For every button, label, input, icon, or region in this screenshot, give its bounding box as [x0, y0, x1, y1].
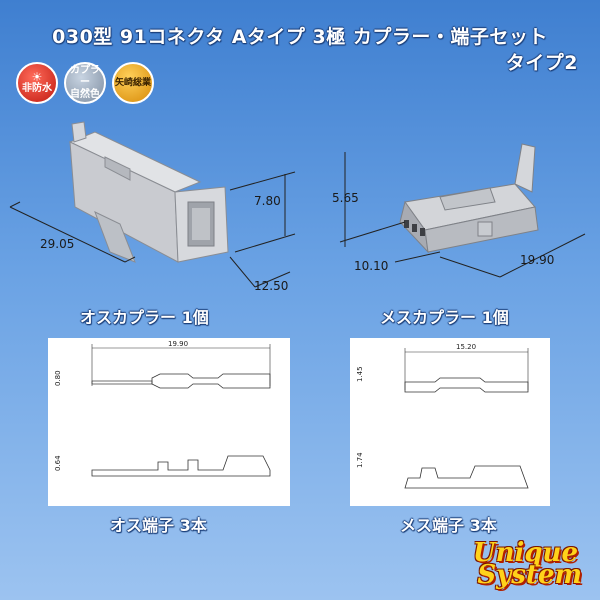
female-coupler-height-label: 5.65 — [332, 191, 359, 205]
male-terminal-side-label: 0.64 — [54, 455, 62, 471]
male-terminal-thickness-label: 0.80 — [54, 370, 62, 386]
page-title: 030型 91コネクタ Aタイプ 3極 カプラー・端子セット — [52, 26, 548, 48]
badge-label: 矢崎総業 — [114, 78, 151, 88]
maker-badge: 矢崎総業 — [112, 62, 154, 104]
badge-label: 自然色 — [70, 89, 100, 100]
male-terminal-caption: オス端子 3本 — [110, 516, 207, 535]
logo-line2: System — [477, 560, 582, 590]
female-coupler-caption: メスカプラー 1個 — [380, 308, 509, 327]
male-terminal-drawing: 19.90 0.80 0.64 — [54, 340, 271, 477]
female-coupler-width-label: 10.10 — [354, 259, 388, 273]
non-waterproof-badge: ☀ 非防水 — [16, 62, 58, 104]
badge-label: カプラー — [70, 65, 100, 88]
male-coupler-width-label: 12.50 — [254, 279, 288, 293]
female-terminal-drawing: 15.20 1.45 1.74 — [356, 343, 529, 489]
male-coupler-caption: オスカプラー 1個 — [80, 308, 209, 327]
female-coupler-drawing: 5.65 10.10 19.90 — [332, 143, 586, 278]
female-terminal-length-label: 15.20 — [456, 343, 476, 351]
male-terminal-panel: 19.90 0.80 0.64 — [48, 338, 290, 506]
female-terminal-height-label: 1.45 — [356, 366, 364, 382]
page-subtitle: タイプ2 — [505, 52, 578, 74]
logo-line1: Unique — [472, 538, 578, 568]
badge-label: 非防水 — [22, 83, 52, 94]
sun-icon: ☀ — [31, 70, 43, 84]
male-terminal-length-label: 19.90 — [168, 340, 188, 348]
male-coupler-drawing: 29.05 7.80 12.50 — [9, 121, 296, 293]
female-terminal-caption: メス端子 3本 — [400, 516, 497, 535]
female-terminal-side-label: 1.74 — [356, 452, 364, 468]
unique-system-logo: Unique System — [472, 538, 582, 588]
male-coupler-height-label: 7.80 — [254, 194, 281, 208]
female-terminal-panel: 15.20 1.45 1.74 — [350, 338, 550, 506]
coupler-color-badge: カプラー 自然色 — [64, 62, 106, 104]
female-coupler-length-label: 19.90 — [520, 253, 554, 267]
male-coupler-length-label: 29.05 — [40, 237, 74, 251]
